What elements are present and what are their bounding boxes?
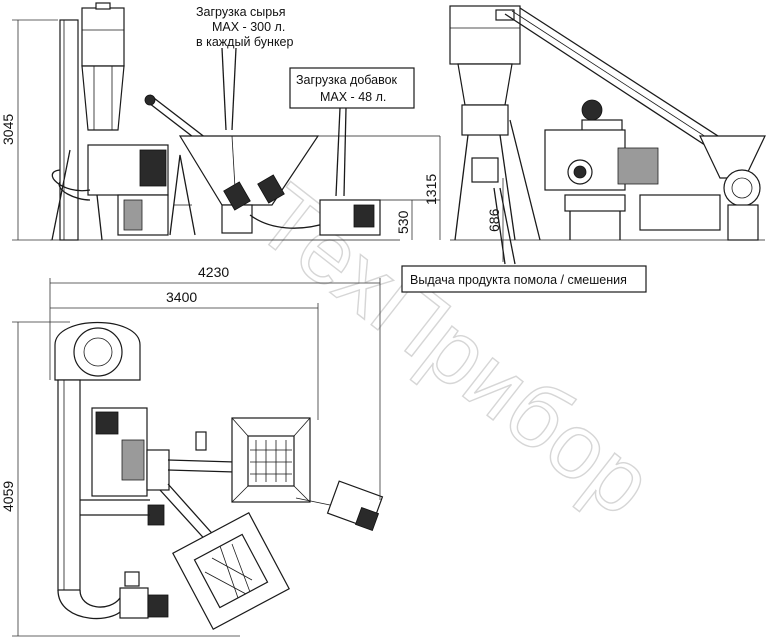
- dim-3400-label: 3400: [166, 289, 197, 305]
- dimension-3400: 3400: [50, 289, 319, 420]
- dim-4230-label: 4230: [198, 264, 229, 280]
- additive-load-line1: Загрузка добавок: [296, 73, 398, 87]
- side-view: [449, 5, 766, 241]
- dim-530-label: 530: [395, 210, 411, 234]
- callout-output: Выдача продукта помола / смешения: [401, 187, 647, 293]
- dimension-530: 530: [395, 200, 413, 240]
- additive-load-line2: MAX - 48 л.: [320, 90, 386, 104]
- dimension-3045: 3045: [0, 19, 58, 241]
- callout-additive-load: Загрузка добавок MAX - 48 л.: [289, 67, 415, 197]
- output-label: Выдача продукта помола / смешения: [410, 273, 627, 287]
- dim-4059-label: 4059: [0, 481, 16, 512]
- dimension-4230: 4230: [49, 264, 381, 500]
- plan-view: [54, 322, 384, 630]
- dim-1315-label: 1315: [423, 174, 439, 205]
- raw-load-line2: MAX - 300 л.: [212, 20, 285, 34]
- dimension-1315: 1315: [423, 136, 441, 240]
- front-view: [50, 2, 440, 241]
- raw-load-line1: Загрузка сырья: [196, 5, 286, 19]
- dim-3045-label: 3045: [0, 114, 16, 145]
- callout-raw-load: Загрузка сырья MAX - 300 л. в каждый бун…: [196, 5, 294, 131]
- raw-load-line3: в каждый бункер: [196, 35, 294, 49]
- dimension-4059: 4059: [0, 321, 240, 637]
